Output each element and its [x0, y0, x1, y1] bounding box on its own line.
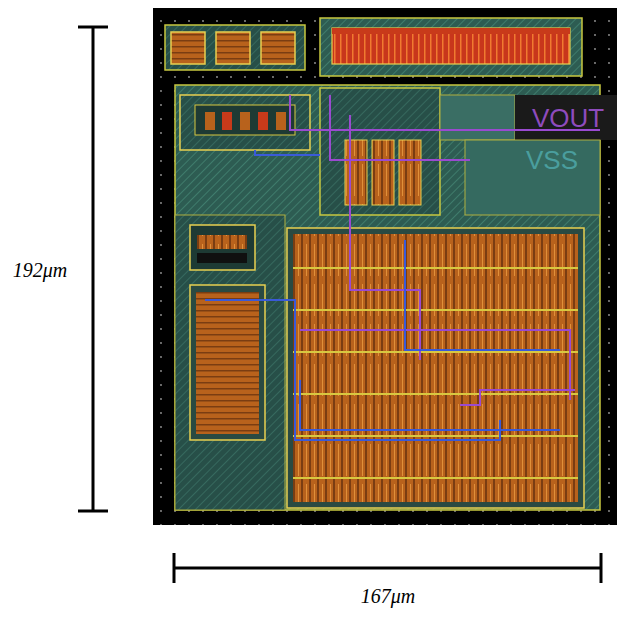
dimension-line: [174, 553, 601, 583]
dimension-label: 192μm: [13, 259, 67, 282]
pin-label: VOUT: [532, 103, 604, 134]
dimension-label: 167μm: [361, 585, 415, 608]
pin-label: VSS: [526, 145, 578, 176]
dimension-line: [78, 27, 108, 511]
